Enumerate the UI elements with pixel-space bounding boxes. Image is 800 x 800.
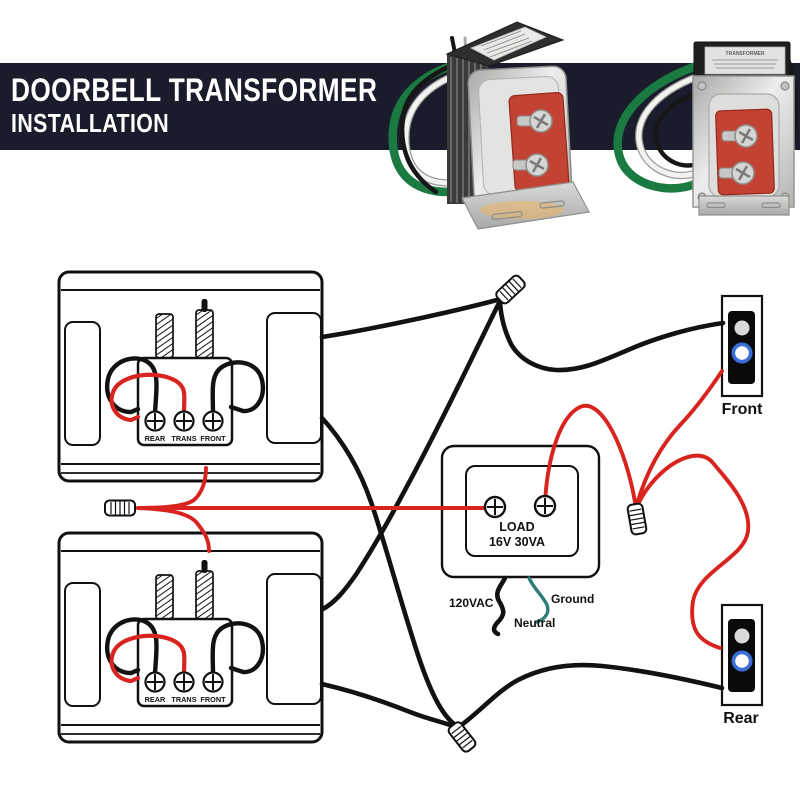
wire-nut-right <box>626 501 648 537</box>
terminal-label-front-top: FRONT <box>200 434 226 443</box>
photo-left-mounting-base <box>461 181 590 230</box>
transformer-symbol: LOAD 16V 30VA <box>440 444 601 579</box>
wire-nut-left <box>104 499 136 517</box>
transformer-screw-terminals <box>483 494 557 519</box>
label-neutral: Neutral <box>514 616 555 630</box>
chime-box-bottom: REAR TRANS FRONT <box>57 531 324 744</box>
photo-left-wires <box>388 36 481 197</box>
terminal-label-rear-bottom: REAR <box>145 695 166 704</box>
ground-wire <box>527 576 550 624</box>
chime-bottom-solenoid-left <box>155 574 174 620</box>
photo-right-mounting-base <box>698 195 790 216</box>
transformer-photo-right: TRANSFORMER <box>613 41 798 216</box>
terminal-label-rear-top: REAR <box>145 434 166 443</box>
terminal-label-trans-top: TRANS <box>171 434 196 443</box>
hot-red-wires <box>136 369 751 650</box>
chime-box-top: REAR TRANS FRONT <box>57 270 324 483</box>
transformer-rating-label: 16V 30VA <box>489 535 545 549</box>
label-ground: Ground <box>551 592 594 606</box>
rear-button-top-light <box>734 628 750 644</box>
banner-title: DOORBELL TRANSFORMER <box>11 72 378 108</box>
chime-top-screw-terminals <box>144 410 224 432</box>
front-doorbell-button <box>720 294 764 398</box>
label-120vac: 120VAC <box>449 596 494 610</box>
wire-nut-bottom <box>445 719 479 755</box>
chime-bottom-screw-terminals <box>144 671 224 693</box>
front-button-top-light <box>734 320 750 336</box>
label-front-button: Front <box>722 401 764 418</box>
photo-left-terminal-plate <box>508 92 570 192</box>
transformer-load-label: LOAD <box>499 520 534 534</box>
chime-top-right-panel <box>266 312 322 444</box>
banner-subtitle: INSTALLATION <box>11 108 170 138</box>
chime-top-solenoid-right <box>195 309 214 359</box>
terminal-label-front-bottom: FRONT <box>200 695 226 704</box>
chime-top-plunger-pin <box>201 299 208 312</box>
chime-bottom-left-panel <box>64 582 101 707</box>
line-voltage-hot-wire <box>491 575 508 637</box>
low-voltage-wires <box>319 297 726 732</box>
rear-doorbell-button <box>720 603 764 707</box>
chime-top-solenoid-left <box>155 313 174 359</box>
terminal-label-trans-bottom: TRANS <box>171 695 196 704</box>
chime-bottom-right-panel <box>266 573 322 705</box>
transformer-photo-left <box>388 21 590 230</box>
wire-nut-top <box>493 272 528 307</box>
chime-bottom-solenoid-right <box>195 570 214 620</box>
photo-right-label-text: TRANSFORMER <box>726 51 765 57</box>
chime-top-left-panel <box>64 321 101 446</box>
chime-bottom-plunger-pin <box>201 560 208 573</box>
label-rear-button: Rear <box>723 710 759 727</box>
